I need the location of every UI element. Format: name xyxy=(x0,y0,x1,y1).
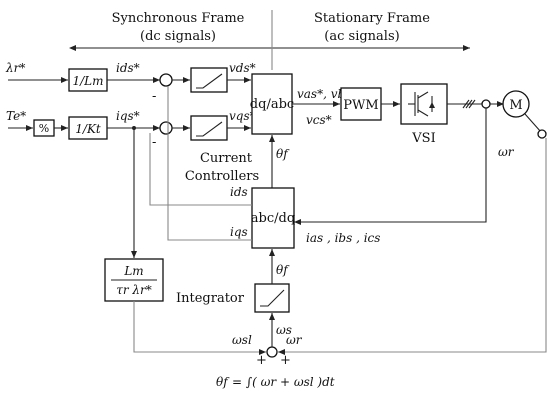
integrator-label: Integrator xyxy=(176,291,245,306)
three-phase-tick-2 xyxy=(465,99,473,109)
inv-lm-label: 1/Lm xyxy=(72,74,103,88)
sum-q-minus: - xyxy=(152,135,156,150)
omega-r-motor-label: ωr xyxy=(498,145,515,159)
inv-kt-label: 1/Kt xyxy=(75,122,101,136)
theta-f-lower-label: θf xyxy=(276,263,290,277)
dq-abc-block xyxy=(251,73,293,135)
equation-lhs: θf xyxy=(216,375,230,389)
motor-circle xyxy=(502,90,530,118)
controllers-label-1: Current xyxy=(200,151,253,166)
torque-ref-label: Te* xyxy=(6,109,26,123)
iqs-feedback-line xyxy=(167,86,252,241)
pi-curve-d-icon xyxy=(196,73,223,89)
iabc-label: ias , ibs , ics xyxy=(306,231,380,245)
sum-slip-plus-right: + xyxy=(280,353,291,368)
motor-shaft xyxy=(524,113,542,133)
current-sensor-node xyxy=(481,99,491,109)
omega-r-sum-label: ωr xyxy=(286,333,303,347)
iqs-label: iqs xyxy=(230,225,248,239)
dq-abc-label: dq/abc xyxy=(250,97,294,112)
omega-sl-line xyxy=(133,301,266,355)
abc-dq-block xyxy=(251,187,295,249)
igbt-switch-icon xyxy=(408,91,435,117)
omega-r-feedback-line xyxy=(278,138,547,355)
sum-junction-d xyxy=(159,73,173,87)
abc-dq-label: abc/dq xyxy=(251,211,295,226)
divide-symbol: % xyxy=(39,122,49,135)
theta-f-upper-label: θf xyxy=(276,147,290,161)
equation-rhs: = ∫( ωr + ωsl )dt xyxy=(232,375,335,389)
vqs-ref-label: vqs* xyxy=(229,109,256,123)
slip-gain-denominator: τr λr* xyxy=(116,283,152,297)
sync-frame-title: Synchronous Frame xyxy=(112,11,245,26)
ramp-icon xyxy=(260,289,285,307)
slip-gain-numerator: Lm xyxy=(123,264,143,278)
sum-d-minus: - xyxy=(152,89,156,104)
iqs-ref-label: iqs* xyxy=(116,109,140,123)
motor-label: M xyxy=(509,98,522,113)
three-phase-tick-3 xyxy=(468,99,476,109)
lambda-ref-label: λr* xyxy=(5,61,25,75)
iabc-feedback-line xyxy=(294,108,487,225)
vabc-ref-label-2: vcs* xyxy=(306,113,332,127)
sum-junction-slip xyxy=(266,346,278,358)
pwm-label: PWM xyxy=(343,98,378,113)
sum-junction-q xyxy=(159,121,173,135)
sum-slip-plus-left: + xyxy=(256,353,267,368)
controllers-label-2: Controllers xyxy=(185,169,259,184)
integrator-block xyxy=(254,283,290,313)
three-phase-tick-1 xyxy=(462,99,470,109)
sync-frame-subtitle: (dc signals) xyxy=(140,29,216,44)
pi-curve-q-icon xyxy=(196,121,223,137)
ids-ref-label: ids* xyxy=(116,61,140,75)
stat-frame-subtitle: (ac signals) xyxy=(324,29,399,44)
omega-s-label: ωs xyxy=(276,323,292,337)
omega-sl-label: ωsl xyxy=(232,333,252,347)
stat-frame-title: Stationary Frame xyxy=(314,11,430,26)
speed-sensor-icon xyxy=(537,129,547,139)
ids-label: ids xyxy=(230,185,248,199)
vsi-label: VSI xyxy=(411,131,435,146)
vds-ref-label: vds* xyxy=(229,61,256,75)
vsi-block xyxy=(400,83,448,125)
ids-feedback-line xyxy=(149,133,252,206)
